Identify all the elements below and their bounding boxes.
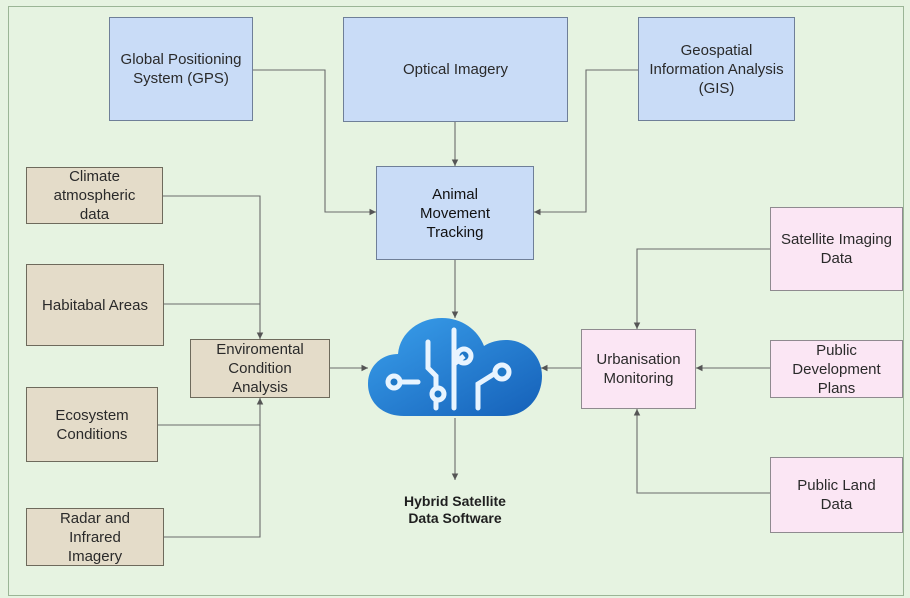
edge-publicland-urban: [633, 409, 770, 494]
edge-gis-animal: [534, 69, 638, 216]
node-optical-imagery: Optical Imagery: [343, 17, 568, 122]
edge-radar-enviro: [164, 425, 261, 538]
node-animal-movement: Animal Movement Tracking: [376, 166, 534, 260]
node-public-land: Public Land Data: [770, 457, 903, 533]
node-satellite-imaging: Satellite Imaging Data: [770, 207, 903, 291]
node-public-development: Public Development Plans: [770, 340, 903, 398]
node-radar: Radar and Infrared Imagery: [26, 508, 164, 566]
edge-satellite-urban: [633, 248, 770, 329]
node-urbanisation: Urbanisation Monitoring: [581, 329, 696, 409]
edge-climate-enviro: [163, 195, 264, 339]
node-habitabal: Habitabal Areas: [26, 264, 164, 346]
node-ecosystem: Ecosystem Conditions: [26, 387, 158, 462]
node-gis: Geospatial Information Analysis (GIS): [638, 17, 795, 121]
output-label: Hybrid Satellite Data Software: [404, 493, 506, 526]
node-enviromental: Enviromental Condition Analysis: [190, 339, 330, 398]
node-gps: Global Positioning System (GPS): [109, 17, 253, 121]
edge-ecosystem-enviro: [158, 398, 264, 426]
cloud-circuit-icon: [368, 318, 542, 416]
node-climate: Climate atmospheric data: [26, 167, 163, 224]
edge-gps-animal: [253, 69, 376, 216]
